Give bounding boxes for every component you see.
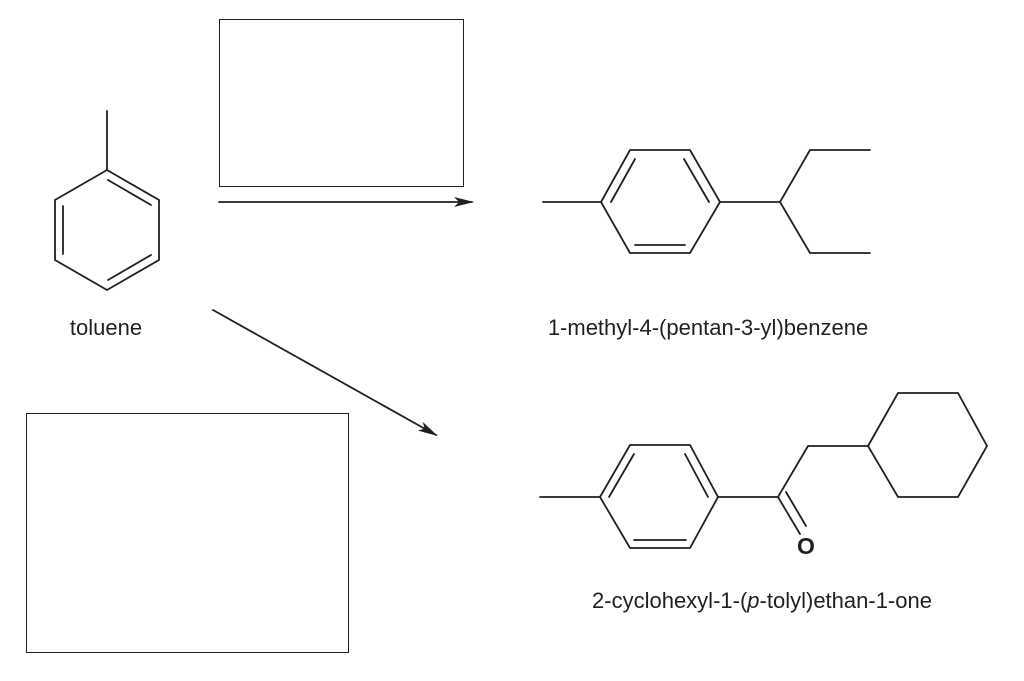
product-2-label-italic: p bbox=[747, 588, 760, 613]
toluene-structure bbox=[54, 110, 160, 292]
product-2-label-suffix: -tolyl)ethan-1-one bbox=[759, 588, 932, 613]
product-2-label: 2-cyclohexyl-1-(p-tolyl)ethan-1-one bbox=[592, 588, 932, 614]
product-1-structure bbox=[542, 149, 871, 254]
toluene-label: toluene bbox=[69, 315, 143, 340]
reaction-arrow-diagonal bbox=[212, 309, 438, 436]
oxygen-atom-label: O bbox=[797, 533, 815, 559]
product-2-label-prefix: 2-cyclohexyl-1-( bbox=[592, 588, 748, 613]
reagent-box-bottom[interactable] bbox=[26, 413, 349, 653]
product-1-label: 1-methyl-4-(pentan-3-yl)benzene bbox=[547, 315, 869, 340]
reagent-box-top[interactable] bbox=[219, 19, 464, 187]
product-2-structure bbox=[539, 392, 989, 549]
